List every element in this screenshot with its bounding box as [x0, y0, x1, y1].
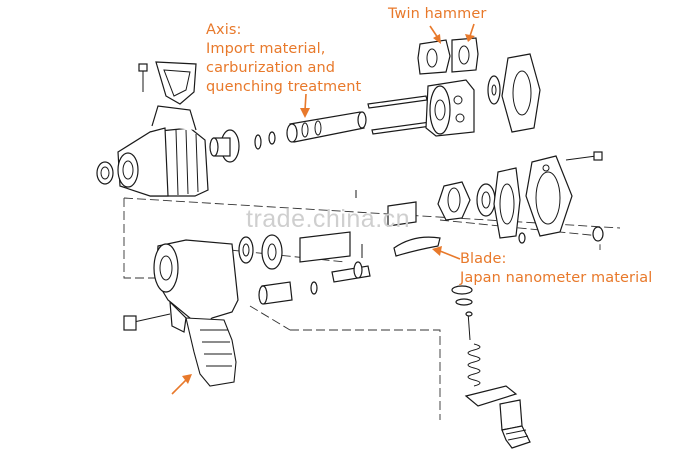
anvil-axis	[286, 111, 367, 143]
blade-callout: Blade: Japan nanometer material	[460, 250, 652, 288]
cage-washer	[487, 75, 501, 105]
motor-bearing-a	[476, 183, 496, 217]
rotor	[261, 234, 283, 270]
rear-cap-plate	[525, 155, 573, 237]
cover-screw	[138, 63, 148, 92]
inlet-pin	[465, 311, 473, 341]
motor-cylinder	[493, 167, 521, 239]
valve-stem	[331, 261, 371, 283]
inlet-spring	[467, 343, 481, 387]
twin-hammer-blocks	[417, 37, 479, 75]
axis-callout-line-3: carburization and	[206, 60, 336, 76]
rear-end-plate	[437, 181, 471, 221]
twin-hammer-callout: Twin hammer	[388, 5, 486, 24]
middle-pin	[355, 190, 363, 258]
washers	[254, 131, 276, 150]
small-parts-right	[518, 226, 604, 244]
callout-arrows	[171, 23, 475, 395]
inlet-washers	[451, 285, 473, 306]
axis-callout: Axis: Import material, carburization and…	[206, 21, 361, 97]
axis-callout-line-1: Axis:	[206, 22, 242, 38]
reverse-valve-rod	[123, 313, 171, 331]
blade-callout-line-1: Blade:	[460, 251, 507, 267]
front-housing	[117, 105, 209, 197]
axis-callout-line-2: Import material,	[206, 41, 326, 57]
handle-cover	[155, 61, 197, 105]
hammer-pins	[367, 95, 432, 135]
rear-gasket	[501, 53, 541, 133]
valve-oring	[310, 281, 318, 295]
rotor-blade	[393, 236, 441, 257]
tool-body	[153, 239, 239, 387]
rotor-blade-box	[299, 201, 417, 263]
watermark: trade.china.cn	[246, 205, 411, 233]
twin-hammer-label: Twin hammer	[388, 6, 487, 22]
front-nose-cap	[96, 161, 114, 185]
trigger-valve-sleeve	[258, 281, 293, 305]
blade-callout-line-2: Japan nanometer material	[460, 270, 653, 286]
cap-screw	[565, 151, 603, 161]
hammer-cage	[425, 79, 475, 137]
air-inlet-bushing	[499, 399, 531, 449]
anvil-bushing	[209, 129, 240, 163]
inlet-plate	[464, 385, 518, 407]
axis-callout-line-4: quenching treatment	[206, 79, 362, 95]
motor-bearing-b	[238, 236, 254, 264]
